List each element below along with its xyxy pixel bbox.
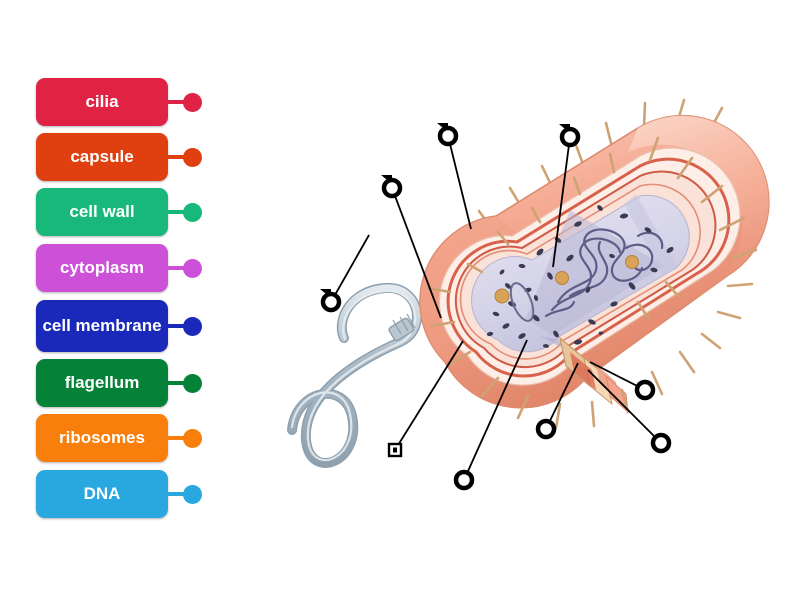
drop-target-circle-icon[interactable] xyxy=(634,379,656,401)
label-row-ribosomes: ribosomes xyxy=(36,414,202,462)
connector-stem-icon xyxy=(168,324,184,328)
nucleoid-dna xyxy=(544,228,664,318)
draggable-label-cell-wall[interactable]: cell wall xyxy=(36,188,168,236)
drop-target-circle-icon[interactable] xyxy=(320,291,342,313)
drop-target-circle-icon[interactable] xyxy=(381,177,403,199)
leader-line xyxy=(394,340,464,451)
label-row-cytoplasm: cytoplasm xyxy=(36,244,202,292)
drop-target-circle-icon[interactable] xyxy=(437,125,459,147)
leader-lines xyxy=(330,135,662,481)
drop-target-m7[interactable] xyxy=(453,469,475,491)
leader-line xyxy=(463,339,528,481)
granule xyxy=(625,255,639,269)
granule xyxy=(494,288,510,304)
drop-target-m6[interactable] xyxy=(535,418,557,440)
connector-dot-icon[interactable] xyxy=(183,202,202,222)
label-connector-flagellum xyxy=(168,373,202,393)
label-row-cell-wall: cell wall xyxy=(36,188,202,236)
label-connector-cytoplasm xyxy=(168,258,202,278)
diagram-area xyxy=(240,90,785,520)
connector-stem-icon xyxy=(168,381,184,385)
label-connector-ribosomes xyxy=(168,428,202,448)
pili-front xyxy=(426,136,758,430)
flagellum-structure xyxy=(287,283,422,468)
label-connector-capsule xyxy=(168,147,202,167)
connector-stem-icon xyxy=(168,436,184,440)
connector-stem-icon xyxy=(168,210,184,214)
leader-line xyxy=(391,187,442,319)
connector-dot-icon[interactable] xyxy=(183,484,202,504)
drop-target-m3[interactable] xyxy=(381,175,403,199)
leader-line xyxy=(330,234,370,303)
label-row-capsule: capsule xyxy=(36,133,202,181)
leader-line xyxy=(589,361,646,391)
drop-target-m2[interactable] xyxy=(559,124,581,148)
connector-dot-icon[interactable] xyxy=(183,258,202,278)
leader-line xyxy=(447,135,472,230)
label-connector-cell-membrane xyxy=(168,316,202,336)
cell-wall-cut-edge xyxy=(559,336,629,414)
drop-target-m5[interactable] xyxy=(387,442,403,458)
drop-target-circle-icon[interactable] xyxy=(453,469,475,491)
draggable-label-cilia[interactable]: cilia xyxy=(36,78,168,126)
bacterium-illustration xyxy=(287,98,770,491)
drop-target-circle-icon[interactable] xyxy=(535,418,557,440)
drop-target-m8[interactable] xyxy=(634,379,656,401)
flagellum-basal-body xyxy=(388,313,416,342)
leader-line xyxy=(545,362,579,430)
connector-dot-icon[interactable] xyxy=(183,92,202,112)
cell-cutaway xyxy=(438,147,741,386)
granule xyxy=(555,271,569,285)
drop-target-m9[interactable] xyxy=(650,432,672,454)
label-row-dna: DNA xyxy=(36,470,202,518)
drop-target-m1[interactable] xyxy=(437,123,459,147)
draggable-label-capsule[interactable]: capsule xyxy=(36,133,168,181)
connector-dot-icon[interactable] xyxy=(183,316,202,336)
connector-dot-icon[interactable] xyxy=(183,373,202,393)
connector-stem-icon xyxy=(168,492,184,496)
connector-dot-icon[interactable] xyxy=(183,428,202,448)
drop-target-square-core-icon xyxy=(393,447,397,453)
draggable-label-flagellum[interactable]: flagellum xyxy=(36,359,168,407)
label-row-cell-membrane: cell membrane xyxy=(36,300,202,352)
drop-target-circle-icon[interactable] xyxy=(650,432,672,454)
label-connector-dna xyxy=(168,484,202,504)
draggable-label-cytoplasm[interactable]: cytoplasm xyxy=(36,244,168,292)
connector-stem-icon xyxy=(168,155,184,159)
plasmid-loop xyxy=(509,282,535,322)
label-row-flagellum: flagellum xyxy=(36,359,202,407)
draggable-label-dna[interactable]: DNA xyxy=(36,470,168,518)
draggable-label-cell-membrane[interactable]: cell membrane xyxy=(36,300,168,352)
drop-targets xyxy=(320,123,672,491)
connector-dot-icon[interactable] xyxy=(183,147,202,167)
leader-line xyxy=(587,369,662,444)
drop-target-m4[interactable] xyxy=(320,289,342,313)
drop-target-circle-icon[interactable] xyxy=(559,126,581,148)
connector-stem-icon xyxy=(168,100,184,104)
draggable-label-ribosomes[interactable]: ribosomes xyxy=(36,414,168,462)
label-connector-cilia xyxy=(168,92,202,112)
connector-stem-icon xyxy=(168,266,184,270)
leader-line xyxy=(552,136,571,268)
label-connector-cell-wall xyxy=(168,202,202,222)
label-row-cilia: cilia xyxy=(36,78,202,126)
